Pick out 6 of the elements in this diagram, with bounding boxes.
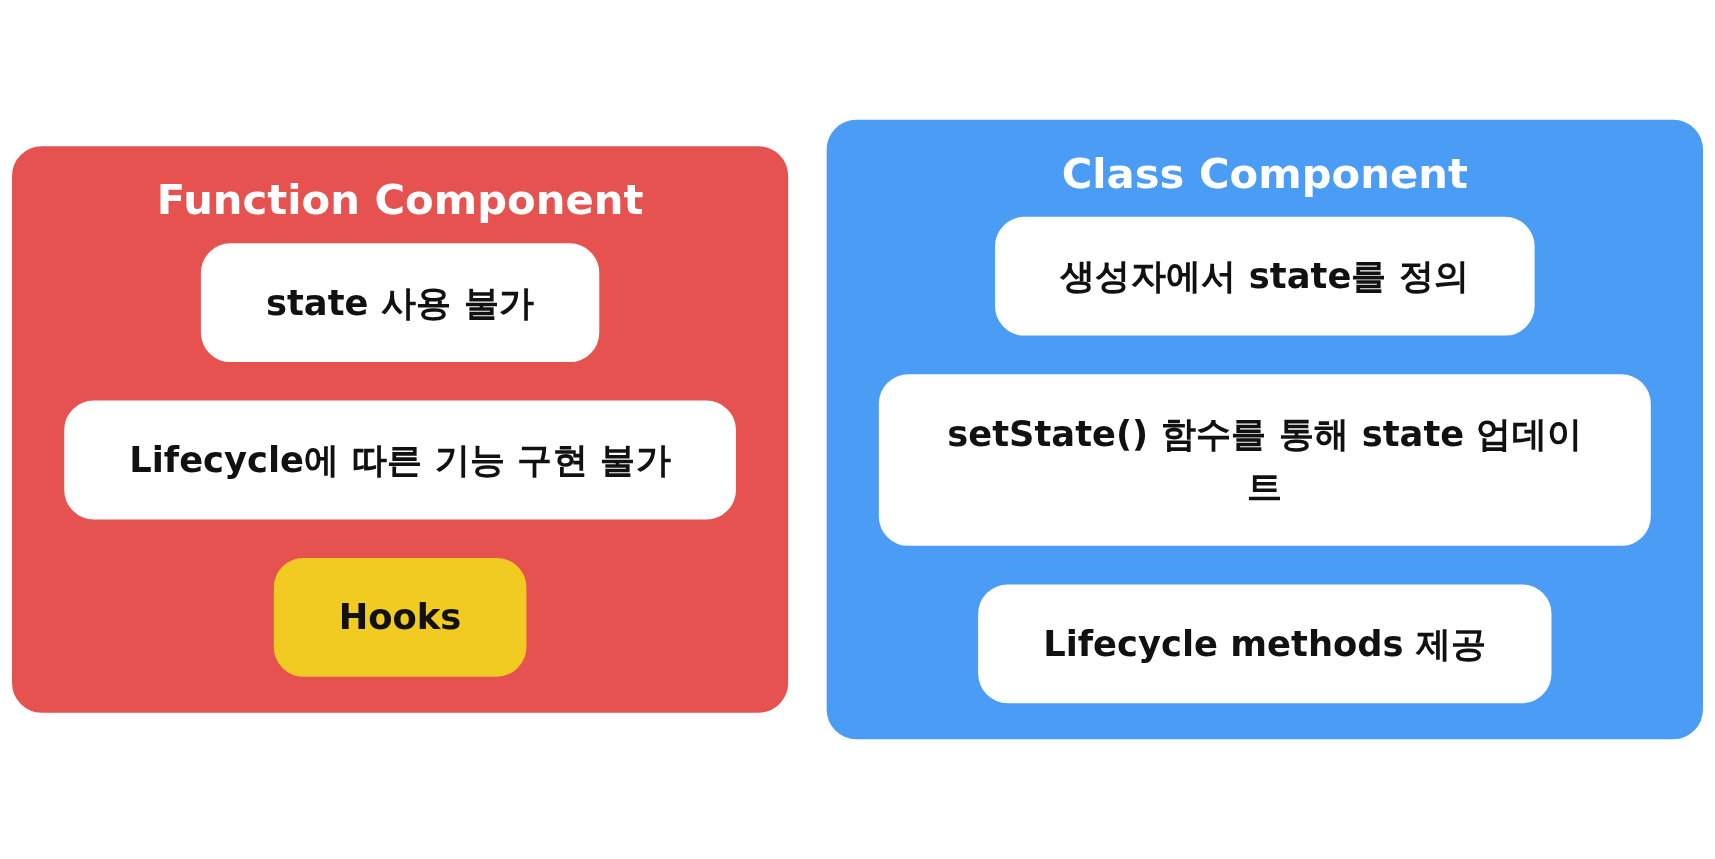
node-box: Lifecycle methods 제공 bbox=[978, 584, 1552, 704]
node-box: Lifecycle에 따른 기능 구현 불가 bbox=[64, 400, 736, 520]
node-box: Hooks bbox=[273, 557, 527, 677]
node-box: setState() 함수를 통해 state 업데이트 bbox=[878, 374, 1651, 546]
node-box: 생성자에서 state를 정의 bbox=[995, 216, 1535, 336]
node-box: state 사용 불가 bbox=[200, 243, 600, 363]
